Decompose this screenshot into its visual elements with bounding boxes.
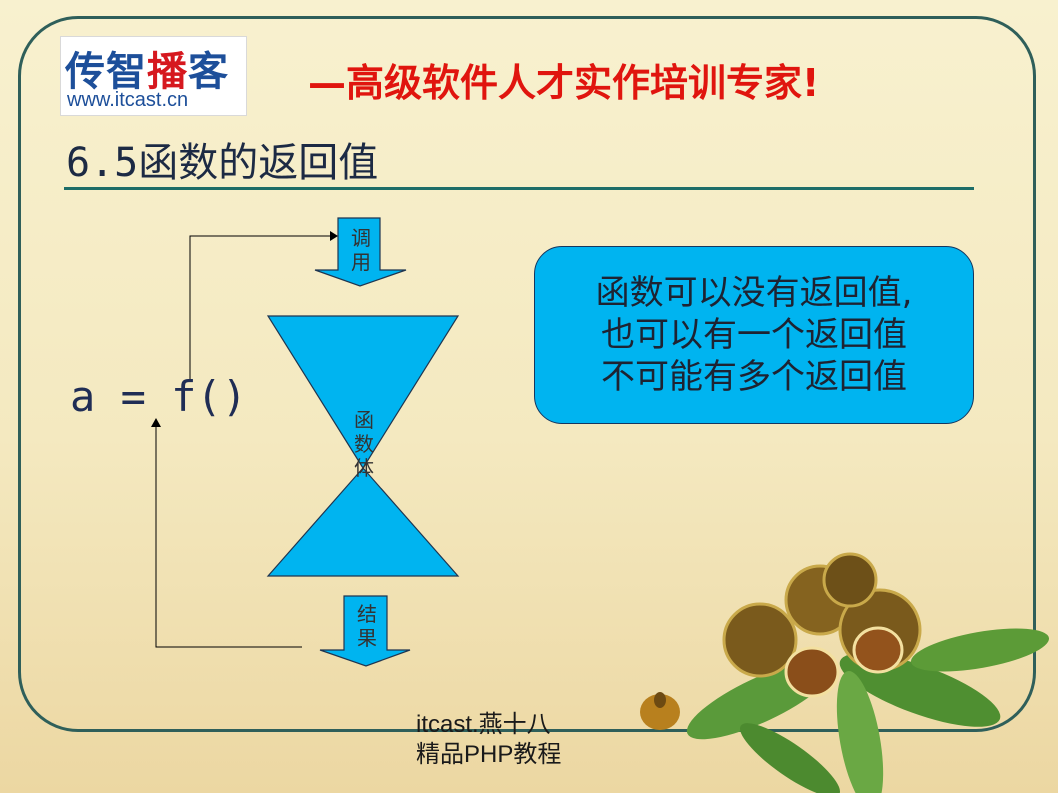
call-arrow xyxy=(314,217,407,287)
logo-text: 传智播客 xyxy=(65,49,229,95)
result-arrow xyxy=(319,595,411,667)
note-line: 不可能有多个返回值 xyxy=(601,357,907,397)
formula: a = f() xyxy=(70,372,248,421)
function-body-label: 函 数 体 xyxy=(354,408,374,480)
page-title: 6.5函数的返回值 xyxy=(66,140,379,186)
logo: 传智播客 www.itcast.cn xyxy=(60,36,247,116)
function-body-hourglass xyxy=(266,315,460,577)
result-connector-arrowhead xyxy=(151,418,161,427)
slide-frame xyxy=(18,16,1036,732)
slogan: —高级软件人才实作培训专家! xyxy=(308,61,820,105)
result-label: 结 果 xyxy=(357,602,377,650)
title-divider xyxy=(64,187,974,190)
result-connector-line xyxy=(155,424,302,648)
call-connector-arrowhead xyxy=(330,231,338,241)
footer-line-2: 精品PHP教程 xyxy=(416,741,562,768)
footer-line-1: itcast.燕十八 xyxy=(416,711,551,738)
call-label: 调 用 xyxy=(351,226,371,274)
note-line: 也可以有一个返回值 xyxy=(601,315,907,355)
note-line: 函数可以没有返回值, xyxy=(595,273,913,313)
return-value-note: 函数可以没有返回值, 也可以有一个返回值 不可能有多个返回值 xyxy=(534,246,974,424)
logo-url: www.itcast.cn xyxy=(67,89,189,111)
footer-credit: itcast.燕十八 精品PHP教程 xyxy=(416,710,561,770)
call-connector-line xyxy=(189,235,334,382)
chestnuts xyxy=(640,626,904,730)
